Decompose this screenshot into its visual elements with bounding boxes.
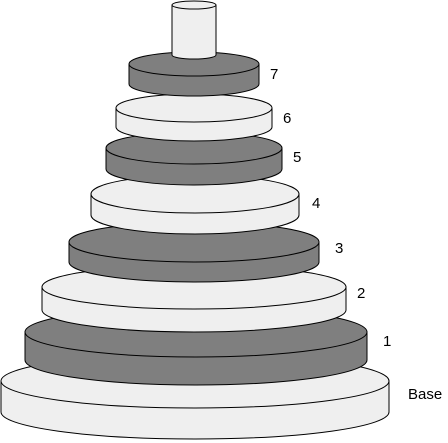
tier-3 xyxy=(68,221,320,283)
label-tier-6: 6 xyxy=(283,110,292,127)
label-tier-2: 2 xyxy=(357,285,366,302)
tier-4 xyxy=(90,174,300,235)
label-tier-4: 4 xyxy=(312,195,321,212)
label-tier-7: 7 xyxy=(270,66,279,83)
label-tier-1: 1 xyxy=(383,333,392,350)
tier-5 xyxy=(105,131,283,186)
top-cylinder xyxy=(171,0,217,60)
label-tier-5: 5 xyxy=(293,149,302,166)
tier-6 xyxy=(115,93,273,142)
label-tier-3: 3 xyxy=(335,240,344,257)
label-base: Base xyxy=(408,386,443,403)
tier-7 xyxy=(128,51,260,97)
